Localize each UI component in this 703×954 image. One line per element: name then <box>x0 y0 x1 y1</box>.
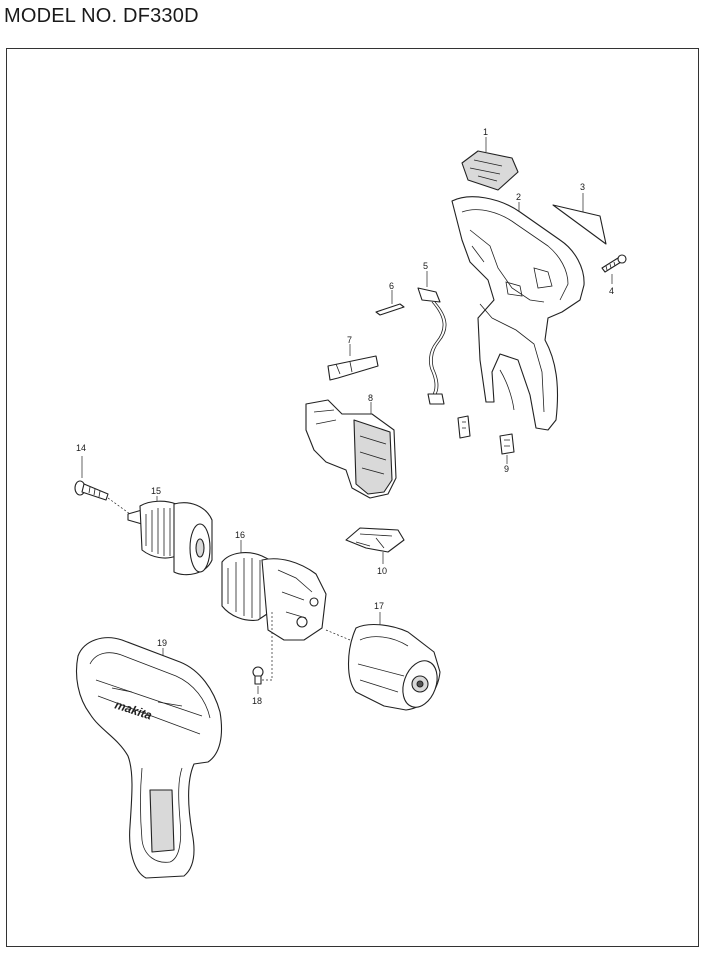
callout-19: 19 <box>157 638 167 648</box>
part-4-screw[interactable]: 4 <box>601 254 627 296</box>
part-6-spring[interactable]: 6 <box>375 281 405 316</box>
part-18-screw[interactable]: 18 <box>252 666 264 706</box>
diagram-frame <box>6 48 699 947</box>
callout-17: 17 <box>374 601 384 611</box>
part-17-motor[interactable]: 17 <box>348 601 444 712</box>
callout-14: 14 <box>76 443 86 453</box>
part-16-gear-assembly[interactable]: 16 <box>221 530 327 641</box>
callout-1: 1 <box>483 127 488 137</box>
callout-5: 5 <box>423 261 428 271</box>
part-7-lever[interactable]: 7 <box>327 335 379 381</box>
part-10-holder[interactable]: 10 <box>345 527 405 576</box>
callout-2: 2 <box>516 192 521 202</box>
part-1-button[interactable]: 1 <box>461 127 519 191</box>
callout-18: 18 <box>252 696 262 706</box>
part-9-terminal[interactable]: 9 <box>457 415 515 474</box>
part-14-screw[interactable]: 14 <box>74 443 109 501</box>
callout-9: 9 <box>504 464 509 474</box>
part-3-label[interactable]: 3 <box>552 182 607 245</box>
callout-8: 8 <box>368 393 373 403</box>
callout-3: 3 <box>580 182 585 192</box>
callout-7: 7 <box>347 335 352 345</box>
callout-15: 15 <box>151 486 161 496</box>
callout-6: 6 <box>389 281 394 291</box>
part-15-chuck[interactable]: 15 <box>107 486 213 576</box>
callout-16: 16 <box>235 530 245 540</box>
model-number-title: MODEL NO. DF330D <box>4 5 199 27</box>
part-19-housing-set[interactable]: makita 19 <box>75 637 223 879</box>
part-5-lead-wire[interactable]: 5 <box>417 261 447 405</box>
part-2-housing[interactable]: 2 <box>451 192 585 431</box>
callout-10: 10 <box>377 566 387 576</box>
callout-4: 4 <box>609 286 614 296</box>
part-8-switch[interactable]: 8 <box>305 393 397 499</box>
